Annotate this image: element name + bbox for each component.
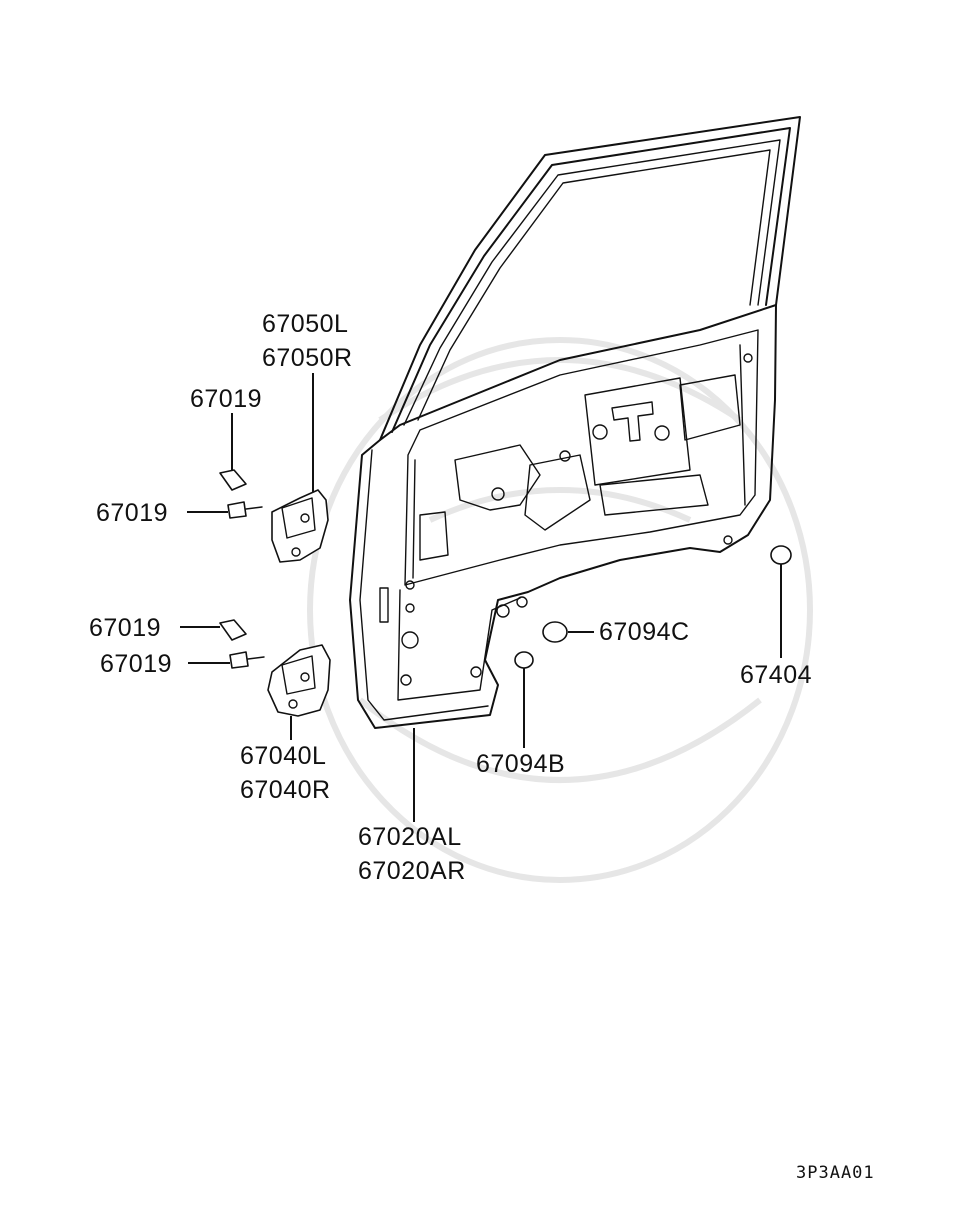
callout-door-panel-2: 67020AR	[358, 857, 466, 885]
callout-plug-404: 67404	[740, 661, 812, 689]
callout-plug-c: 67094C	[599, 618, 690, 646]
lower-hinge-drawing	[267, 644, 331, 717]
callout-lower-hinge-1: 67040L	[240, 742, 326, 770]
door-panel-drawing	[349, 116, 801, 729]
watermark	[307, 337, 813, 883]
callout-bolt-2: 67019	[96, 499, 168, 527]
callout-upper-hinge-2: 67050R	[262, 344, 353, 372]
callout-plug-b: 67094B	[476, 750, 565, 778]
leader-lines	[180, 373, 782, 822]
callout-bolt-3: 67019	[89, 614, 161, 642]
callout-upper-hinge-1: 67050L	[262, 310, 348, 338]
plugs-drawing	[514, 545, 792, 669]
callout-bolt-1: 67019	[190, 385, 262, 413]
bolts-drawing	[219, 469, 265, 669]
callout-lower-hinge-2: 67040R	[240, 776, 331, 804]
figure-code: 3P3AA01	[796, 1163, 875, 1183]
callout-door-panel-1: 67020AL	[358, 823, 462, 851]
callout-bolt-4: 67019	[100, 650, 172, 678]
upper-hinge-drawing	[271, 489, 329, 563]
